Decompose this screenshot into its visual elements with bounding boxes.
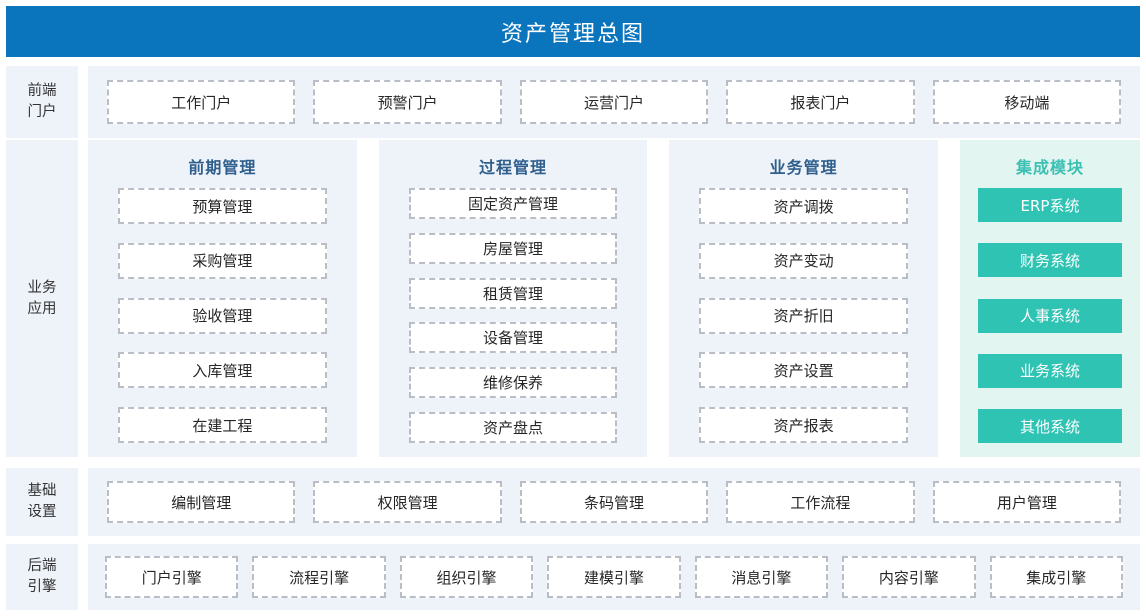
row-label-line1: 业务 <box>27 279 57 296</box>
row-label-base-settings: 基础 设置 <box>6 468 78 536</box>
business-item-acceptance[interactable]: 验收管理 <box>118 297 327 334</box>
row-backend-engine: 后端 引擎 门户引擎 流程引擎 组织引擎 建模引擎 消息引擎 内容引擎 集成引擎 <box>6 544 1140 610</box>
integration-item-hr[interactable]: 人事系统 <box>978 298 1123 333</box>
business-column-items-early-stage: 预算管理 采购管理 验收管理 入库管理 在建工程 <box>118 188 327 443</box>
business-item-asset-report[interactable]: 资产报表 <box>699 407 909 443</box>
base-item-user[interactable]: 用户管理 <box>932 481 1122 523</box>
portal-item-operation[interactable]: 运营门户 <box>519 80 709 124</box>
row-frontend-portal: 前端 门户 工作门户 预警门户 运营门户 报表门户 移动端 <box>6 66 1140 138</box>
business-item-equipment[interactable]: 设备管理 <box>408 322 618 354</box>
business-column-heading-business-management: 业务管理 <box>769 158 838 177</box>
base-item-barcode[interactable]: 条码管理 <box>519 481 709 523</box>
row-body-business-application: 前期管理 预算管理 采购管理 验收管理 入库管理 在建工程 过程管理 固定资产管… <box>88 140 1141 457</box>
business-column-heading-process: 过程管理 <box>479 158 548 177</box>
row-label-business-application: 业务 应用 <box>6 140 78 457</box>
engine-item-portal[interactable]: 门户引擎 <box>105 556 239 598</box>
business-column-heading-integration-module: 集成模块 <box>1016 158 1085 177</box>
engine-item-integration[interactable]: 集成引擎 <box>989 556 1123 598</box>
business-column-early-stage: 前期管理 预算管理 采购管理 验收管理 入库管理 在建工程 <box>88 140 357 457</box>
business-column-business-management: 业务管理 资产调拨 资产变动 资产折旧 资产设置 资产报表 <box>669 140 939 457</box>
business-item-fixed-asset[interactable]: 固定资产管理 <box>408 188 618 219</box>
engine-item-message[interactable]: 消息引擎 <box>694 556 829 598</box>
business-item-asset-transfer[interactable]: 资产调拨 <box>699 188 909 224</box>
row-body-frontend-portal: 工作门户 预警门户 运营门户 报表门户 移动端 <box>88 66 1140 138</box>
business-column-items-business-management: 资产调拨 资产变动 资产折旧 资产设置 资产报表 <box>699 188 909 443</box>
business-column-heading-early-stage: 前期管理 <box>188 158 257 177</box>
portal-item-report[interactable]: 报表门户 <box>726 80 915 124</box>
business-item-maintenance[interactable]: 维修保养 <box>408 367 618 399</box>
integration-item-erp[interactable]: ERP系统 <box>978 188 1123 222</box>
business-item-lease[interactable]: 租赁管理 <box>408 277 618 309</box>
integration-item-other[interactable]: 其他系统 <box>978 409 1123 443</box>
business-column-process: 过程管理 固定资产管理 房屋管理 租赁管理 设备管理 维修保养 资产盘点 <box>378 140 648 457</box>
portal-item-work[interactable]: 工作门户 <box>107 80 296 124</box>
row-label-backend-engine: 后端 引擎 <box>6 544 78 610</box>
business-column-items-integration-module: ERP系统 财务系统 人事系统 业务系统 其他系统 <box>978 188 1123 443</box>
business-item-inventory-check[interactable]: 资产盘点 <box>408 411 618 443</box>
business-item-housing[interactable]: 房屋管理 <box>408 232 618 264</box>
integration-item-business[interactable]: 业务系统 <box>978 353 1123 388</box>
page-title-bar: 资产管理总图 <box>6 6 1140 57</box>
row-label-line1: 前端 <box>27 83 57 99</box>
engine-item-organization[interactable]: 组织引擎 <box>399 556 534 598</box>
business-item-budget[interactable]: 预算管理 <box>118 188 327 224</box>
business-column-items-process: 固定资产管理 房屋管理 租赁管理 设备管理 维修保养 资产盘点 <box>408 188 618 443</box>
row-label-line2: 设置 <box>27 504 57 520</box>
business-item-purchase[interactable]: 采购管理 <box>118 242 327 279</box>
engine-item-process[interactable]: 流程引擎 <box>252 556 386 598</box>
base-item-establishment[interactable]: 编制管理 <box>107 481 296 523</box>
page-title: 资产管理总图 <box>500 21 645 47</box>
base-item-workflow[interactable]: 工作流程 <box>726 481 915 523</box>
business-item-asset-change[interactable]: 资产变动 <box>699 242 909 279</box>
row-business-application: 业务 应用 前期管理 预算管理 采购管理 验收管理 入库管理 在建工程 过程管理… <box>6 140 1141 457</box>
portal-item-alert[interactable]: 预警门户 <box>313 80 502 124</box>
base-item-permission[interactable]: 权限管理 <box>313 481 502 523</box>
row-label-line1: 后端 <box>27 558 57 574</box>
row-label-line2: 应用 <box>27 300 57 317</box>
row-base-settings: 基础 设置 编制管理 权限管理 条码管理 工作流程 用户管理 <box>6 468 1140 536</box>
engine-item-content[interactable]: 内容引擎 <box>842 556 976 598</box>
row-body-base-settings: 编制管理 权限管理 条码管理 工作流程 用户管理 <box>88 468 1140 536</box>
row-body-backend-engine: 门户引擎 流程引擎 组织引擎 建模引擎 消息引擎 内容引擎 集成引擎 <box>88 544 1140 610</box>
row-label-line2: 引擎 <box>27 579 57 595</box>
row-label-line1: 基础 <box>27 483 57 499</box>
integration-item-finance[interactable]: 财务系统 <box>978 243 1123 278</box>
row-label-frontend-portal: 前端 门户 <box>6 66 78 138</box>
row-label-line2: 门户 <box>27 104 57 120</box>
business-item-construction[interactable]: 在建工程 <box>118 407 327 443</box>
business-item-asset-settings[interactable]: 资产设置 <box>699 352 909 389</box>
business-item-asset-depreciation[interactable]: 资产折旧 <box>699 297 909 334</box>
portal-item-mobile[interactable]: 移动端 <box>932 80 1122 124</box>
business-column-integration-module: 集成模块 ERP系统 财务系统 人事系统 业务系统 其他系统 <box>960 140 1141 457</box>
engine-item-modeling[interactable]: 建模引擎 <box>547 556 681 598</box>
business-item-inbound[interactable]: 入库管理 <box>118 352 327 389</box>
